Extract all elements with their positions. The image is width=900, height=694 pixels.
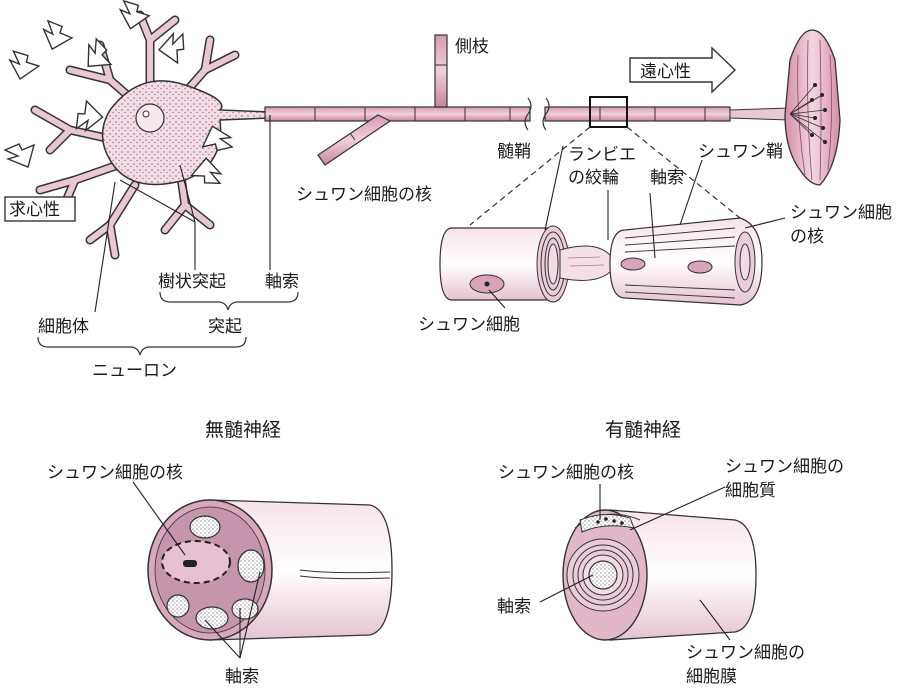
axon xyxy=(264,34,791,166)
label-centripetal: 求心性 xyxy=(9,200,60,220)
label-collateral: 側枝 xyxy=(455,37,489,57)
centripetal-box xyxy=(4,196,76,222)
muscle-fiber xyxy=(784,29,841,186)
label-schwann-cell: シュワン細胞 xyxy=(418,315,520,335)
label-myelinated-nucleus: シュワン細胞の核 xyxy=(498,463,634,483)
nucleus xyxy=(135,103,165,133)
output-arrow-icon xyxy=(629,46,737,94)
cell-body xyxy=(101,80,271,186)
unmyelinated-nerve xyxy=(147,499,393,641)
label-schwann-nucleus-right-2: の核 xyxy=(790,227,824,247)
title-unmyelinated: 無髄神経 xyxy=(205,419,281,441)
label-cytoplasm-1: シュワン細胞の xyxy=(725,457,844,477)
myelin-segment-enlarged xyxy=(439,217,763,306)
label-process: 突起 xyxy=(208,317,242,337)
leader-lines xyxy=(94,115,786,659)
label-cytoplasm-2: 細胞質 xyxy=(725,481,776,501)
label-schwann-sheath: シュワン鞘 xyxy=(698,142,783,162)
magnify-box-icon xyxy=(589,96,628,128)
label-membrane-2: 細胞膜 xyxy=(686,667,737,687)
label-dendrite: 樹状突起 xyxy=(158,272,226,292)
label-schwann-nucleus-right-1: シュワン細胞 xyxy=(790,203,892,223)
label-centrifugal: 遠心性 xyxy=(640,62,691,82)
label-axon-left: 軸索 xyxy=(265,272,299,292)
neuron-illustration xyxy=(3,0,841,260)
label-myelinated-axon: 軸索 xyxy=(497,597,531,617)
label-ranvier-node-2: の絞輪 xyxy=(568,168,619,188)
title-myelinated: 有髄神経 xyxy=(605,419,681,441)
label-unmyelinated-nucleus: シュワン細胞の核 xyxy=(47,463,183,483)
label-schwann-nucleus: シュワン細胞の核 xyxy=(296,185,432,205)
input-arrow-icon xyxy=(3,0,234,185)
label-myelin-sheath: 髄鞘 xyxy=(497,142,531,162)
myelinated-nerve xyxy=(562,509,757,641)
braces xyxy=(37,291,299,356)
label-membrane-1: シュワン細胞の xyxy=(686,643,805,663)
label-axon-segment: 軸索 xyxy=(650,168,684,188)
label-neuron: ニューロン xyxy=(92,361,177,381)
label-unmyelinated-axon: 軸索 xyxy=(225,667,259,687)
label-cell-body: 細胞体 xyxy=(38,317,89,337)
label-ranvier-node-1: ランビエ xyxy=(568,145,636,165)
